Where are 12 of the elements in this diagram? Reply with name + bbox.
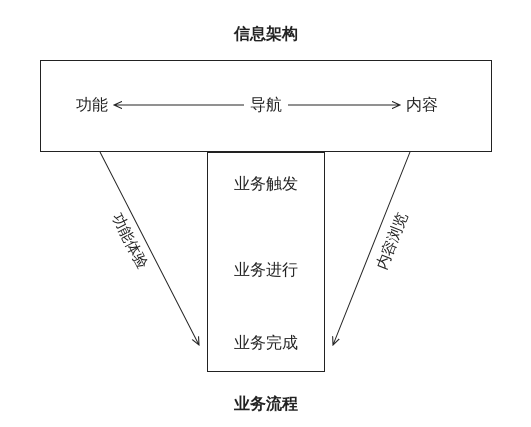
node-label: 功能	[76, 95, 108, 115]
node-label: 业务进行	[234, 260, 298, 280]
arrow	[288, 100, 401, 110]
node-label: 导航	[250, 95, 282, 115]
node-label: 业务触发	[234, 174, 298, 194]
arrow	[100, 152, 200, 346]
heading: 信息架构	[232, 24, 299, 45]
node-label: 内容	[406, 95, 438, 115]
arrow	[332, 152, 410, 346]
arrow	[113, 100, 244, 110]
heading: 业务流程	[233, 394, 299, 415]
node-label: 业务完成	[234, 333, 298, 353]
